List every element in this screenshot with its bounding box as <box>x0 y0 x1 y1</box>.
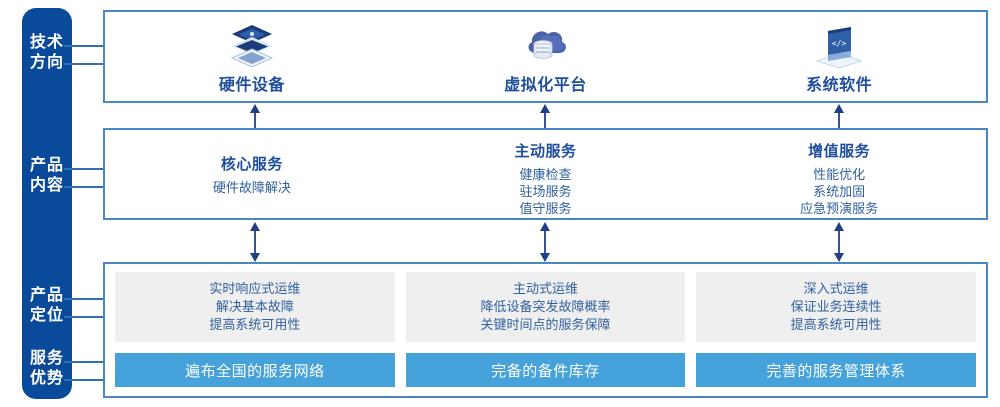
content-column-title: 主动服务 <box>514 143 577 160</box>
position-card[interactable]: 深入式运维 保证业务连续性 提高系统可用性 <box>696 272 977 342</box>
position-card-line: 主动式运维 <box>513 281 579 296</box>
sidebar-item-product-position[interactable]: 产品 定位 <box>22 286 72 326</box>
position-card-line: 实时响应式运维 <box>209 281 301 296</box>
sidebar-item-tech-direction[interactable]: 技术 方向 <box>22 33 72 73</box>
tech-column-label: 硬件设备 <box>218 76 285 94</box>
connector-content-lower <box>64 186 105 188</box>
position-card-line: 降低设备突发故障概率 <box>480 299 611 314</box>
arrow-up-system-software <box>834 104 844 128</box>
content-column-proactive-service[interactable]: 主动服务 健康检查 驻场服务 值守服务 <box>399 130 693 218</box>
position-card-line: 提高系统可用性 <box>209 317 301 332</box>
position-card-line: 解决基本故障 <box>215 299 294 314</box>
tech-column-virtualization[interactable]: 虚拟化平台 <box>399 12 693 101</box>
content-column-value-added-service[interactable]: 增值服务 性能优化 系统加固 应急预演服务 <box>692 130 986 218</box>
sidebar-item-label-line2: 内容 <box>29 177 64 194</box>
tech-direction-box: 硬件设备 虚拟化平台 <box>103 10 988 103</box>
arrow-double-core-service <box>250 222 260 262</box>
sidebar-item-label-line1: 产品 <box>29 157 64 174</box>
content-column-title: 核心服务 <box>220 155 283 173</box>
tech-direction-columns: 硬件设备 虚拟化平台 <box>105 12 986 101</box>
tech-column-system-software[interactable]: </> 系统软件 <box>692 12 986 101</box>
advantage-bar-management-system[interactable]: 完善的服务管理体系 <box>696 353 977 387</box>
bottom-column-indepth: 深入式运维 保证业务连续性 提高系统可用性 完善的服务管理体系 <box>696 272 977 387</box>
arrow-up-virtualization <box>540 104 550 128</box>
connector-advantage-lower <box>64 379 105 381</box>
sidebar-item-label-line2: 定位 <box>29 307 64 324</box>
product-position-advantage-box: 实时响应式运维 解决基本故障 提高系统可用性 遍布全国的服务网络 主动式运维 降… <box>103 262 988 398</box>
connector-position-upper <box>64 298 105 300</box>
content-column-item: 值守服务 <box>519 201 572 216</box>
connector-position-lower <box>64 316 105 318</box>
product-content-box: 核心服务 硬件故障解决 主动服务 健康检查 驻场服务 值守服务 增值服务 性能优… <box>103 128 988 220</box>
position-card-line: 提高系统可用性 <box>790 317 882 332</box>
connector-advantage-upper <box>64 361 105 363</box>
connector-tech-lower <box>64 63 105 65</box>
sidebar-item-label-line1: 服务 <box>29 350 64 367</box>
product-content-columns: 核心服务 硬件故障解决 主动服务 健康检查 驻场服务 值守服务 增值服务 性能优… <box>105 130 986 218</box>
position-card-line: 保证业务连续性 <box>790 299 882 314</box>
sidebar-item-label-line2: 优势 <box>29 370 64 387</box>
bottom-column-proactive: 主动式运维 降低设备突发故障概率 关键时间点的服务保障 完备的备件库存 <box>405 272 686 387</box>
sidebar-item-label-line1: 技术 <box>29 34 64 51</box>
content-column-core-service[interactable]: 核心服务 硬件故障解决 <box>105 130 399 218</box>
svg-text:</>: </> <box>832 39 847 48</box>
tech-column-hardware[interactable]: 硬件设备 <box>105 12 399 101</box>
bottom-columns: 实时响应式运维 解决基本故障 提高系统可用性 遍布全国的服务网络 主动式运维 降… <box>105 264 986 396</box>
tech-column-label: 系统软件 <box>806 76 873 94</box>
server-stack-icon <box>230 24 274 68</box>
sidebar: 技术 方向 产品 内容 产品 定位 服务 优势 <box>22 8 72 399</box>
sidebar-item-service-advantage[interactable]: 服务 优势 <box>22 349 72 389</box>
content-column-item: 驻场服务 <box>519 184 572 199</box>
sidebar-item-label-line2: 方向 <box>29 54 64 71</box>
content-column-item: 硬件故障解决 <box>212 179 291 195</box>
advantage-bar-service-network[interactable]: 遍布全国的服务网络 <box>115 353 395 387</box>
arrow-up-hardware <box>250 104 260 128</box>
code-laptop-icon: </> <box>815 26 863 69</box>
position-card[interactable]: 主动式运维 降低设备突发故障概率 关键时间点的服务保障 <box>405 272 686 342</box>
position-card-line: 深入式运维 <box>803 281 869 296</box>
bottom-column-realtime: 实时响应式运维 解决基本故障 提高系统可用性 遍布全国的服务网络 <box>115 272 395 387</box>
position-card-line: 关键时间点的服务保障 <box>480 317 611 332</box>
tech-column-label: 虚拟化平台 <box>504 76 587 94</box>
content-column-item: 应急预演服务 <box>800 201 879 216</box>
content-column-title: 增值服务 <box>808 143 871 160</box>
connector-tech-upper <box>64 45 105 47</box>
advantage-bar-spare-parts[interactable]: 完备的备件库存 <box>405 353 686 387</box>
position-card[interactable]: 实时响应式运维 解决基本故障 提高系统可用性 <box>115 272 395 342</box>
content-column-item: 健康检查 <box>519 167 572 182</box>
connector-content-upper <box>64 168 105 170</box>
arrow-double-proactive-service <box>540 222 550 262</box>
content-column-item: 性能优化 <box>813 167 866 182</box>
sidebar-item-label-line1: 产品 <box>29 287 64 304</box>
cloud-database-icon <box>528 30 566 59</box>
sidebar-item-product-content[interactable]: 产品 内容 <box>22 156 72 196</box>
arrow-double-value-added-service <box>834 222 844 262</box>
content-column-item: 系统加固 <box>813 184 866 199</box>
